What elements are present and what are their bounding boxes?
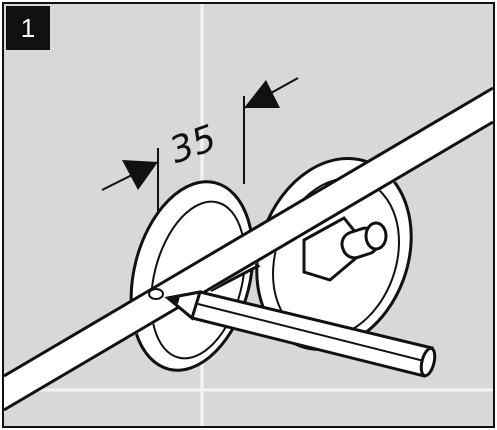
dimension-arrowhead-left: [122, 160, 158, 190]
installation-drawing: 35: [4, 4, 493, 426]
rail-rod: [4, 86, 493, 412]
dimension-indicator: 35: [101, 77, 299, 214]
dimension-value: 35: [165, 118, 222, 172]
dimension-arrowhead-right: [244, 80, 280, 108]
step-number-badge: 1: [6, 6, 50, 50]
pencil: [164, 290, 437, 378]
drill-mark: [148, 288, 164, 300]
